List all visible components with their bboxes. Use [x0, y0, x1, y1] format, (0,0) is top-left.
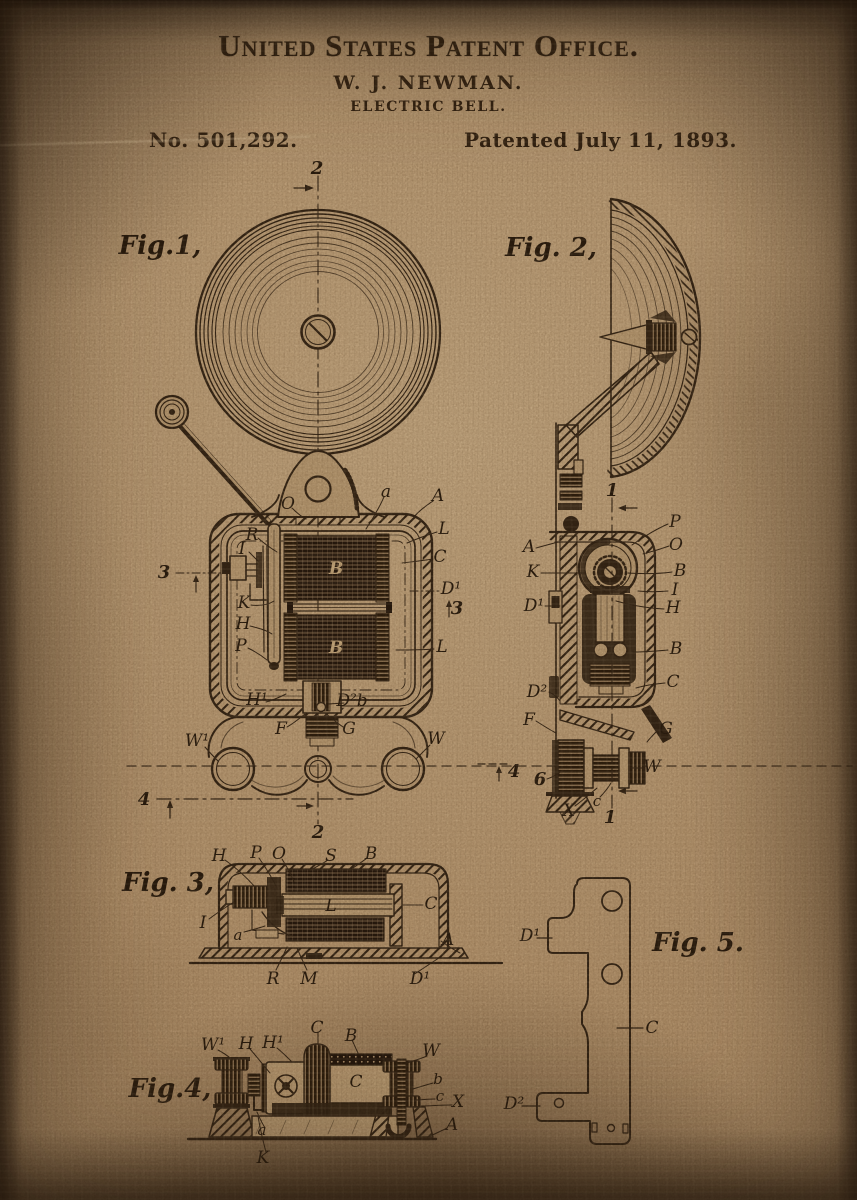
fig1-ref-H1: H¹	[245, 690, 268, 710]
fig4-ref-X: X	[450, 1092, 465, 1112]
fig4-ref-H: H	[238, 1034, 255, 1054]
fig5-bracket-plate: D¹ C D² Fig. 5.	[503, 877, 744, 1145]
fig1-ref-K: K	[237, 593, 252, 613]
fig4-left-spool	[208, 1057, 255, 1138]
fig2-case-section	[548, 530, 657, 709]
fig4-ref-H1: H¹	[261, 1033, 284, 1053]
fig3-ref-O: O	[272, 844, 286, 864]
fig1-ref-a: a	[381, 482, 391, 502]
fig1-ref-G: G	[342, 719, 356, 739]
fig2-ref-6: 6	[534, 769, 547, 790]
fig2-ref-C: C	[666, 672, 679, 692]
fig4-ref-W1: W¹	[201, 1035, 225, 1055]
fig2-ref-A: A	[521, 537, 535, 557]
fig3-ref-P: P	[249, 843, 262, 863]
fig1-pedestal	[251, 450, 385, 518]
fig1-ref-I: I	[238, 539, 246, 559]
fig2-ref-1-top: 1	[606, 480, 619, 501]
fig1-ref-H: H	[235, 614, 252, 634]
fig1-ref-D2b: D²b	[335, 691, 367, 711]
fig1-ref-A: A	[430, 486, 444, 506]
fig3-label: Fig. 3,	[121, 868, 214, 898]
fig1-core	[287, 602, 392, 613]
fig3-ref-R: R	[266, 969, 280, 989]
fig1-ref-O: O	[281, 494, 295, 514]
fig2-ref-G: G	[659, 719, 673, 739]
fig2-ref-1-bottom: 1	[604, 807, 617, 828]
fig2-ref-F: F	[522, 710, 536, 730]
fig1-ref-3-right: 3	[451, 598, 464, 619]
fig4-ref-W: W	[422, 1041, 441, 1061]
fig5-ref-C: C	[645, 1018, 658, 1038]
fig3-ref-B: B	[364, 844, 378, 864]
fig2-ref-4: 4	[508, 761, 521, 782]
fig3-core-label-L: L	[324, 896, 336, 916]
fig1-ref-2-top: 2	[310, 158, 324, 179]
fig2-side-view: 1 P O B I H B C G W A K D¹ D² F 4 6 X c …	[477, 197, 702, 828]
fig1-coil-label-B2: B	[328, 638, 343, 658]
fig1-armature	[262, 523, 281, 670]
fig4-ref-B: B	[344, 1026, 358, 1046]
fig4-ref-b: b	[433, 1070, 443, 1088]
fig1-ref-4: 4	[138, 789, 151, 810]
fig1-ref-L2: L	[435, 637, 447, 657]
fig2-ref-I: I	[671, 580, 679, 600]
fig3-ref-C: C	[424, 894, 437, 914]
fig1-ref-C: C	[433, 547, 446, 567]
fig1-label: Fig.1,	[118, 231, 202, 261]
fig1-ref-L1: L	[437, 519, 449, 539]
fig3-ref-D1: D¹	[409, 969, 430, 989]
fig1-ref-3-left: 3	[158, 562, 171, 583]
fig2-ref-c: c	[593, 792, 602, 810]
fig4-ref-a: a	[258, 1121, 267, 1139]
fig2-ref-D2: D²	[526, 682, 548, 702]
fig1-ref-2-bottom: 2	[311, 822, 325, 843]
fig5-ref-D2: D²	[503, 1094, 525, 1114]
fig4-ref-K: K	[256, 1148, 271, 1168]
fig2-ref-B1: B	[673, 561, 687, 581]
fig4-label: Fig.4,	[128, 1074, 212, 1104]
fig1-coil-label-B1: B	[328, 559, 343, 579]
fig1-ref-P: P	[234, 636, 247, 656]
fig2-label: Fig. 2,	[504, 233, 597, 263]
fig3-ref-a: a	[234, 926, 243, 944]
fig2-ref-B2: B	[669, 639, 683, 659]
fig4-ref-C-top: C	[310, 1018, 323, 1038]
fig4-ref-c: c	[436, 1087, 445, 1105]
fig2-ref-O: O	[669, 535, 683, 555]
fig1-front-view: 2 O a A L C D¹ 3 L R I 3 K H P B B H¹ D²…	[118, 158, 464, 843]
fig3-ref-I: I	[199, 913, 207, 933]
fig3-ref-S: S	[325, 846, 337, 866]
fig4-block-label-C: C	[349, 1072, 362, 1092]
fig1-ref-W: W	[427, 729, 446, 749]
fig2-ref-K: K	[526, 562, 541, 582]
fig1-ref-F: F	[274, 719, 288, 739]
fig4-ref-A: A	[444, 1115, 458, 1135]
fig4-detail-view: W¹ H H¹ C B W b c X A C a K Fig.4,	[128, 1018, 465, 1168]
fig1-ref-D1: D¹	[440, 579, 461, 599]
fig1-ref-R: R	[245, 525, 259, 545]
fig3-ref-A: A	[440, 930, 454, 950]
fig1-section-line-4	[156, 798, 354, 819]
fig2-ref-D1: D¹	[523, 596, 544, 616]
fig1-ref-W1: W¹	[185, 731, 209, 751]
fig3-ref-H: H	[211, 846, 228, 866]
fig5-ref-D1: D¹	[519, 926, 540, 946]
fig2-ref-W: W	[643, 757, 662, 777]
fig3-section-view: H P O S B I a C A D¹ R M L Fig. 3,	[121, 843, 504, 989]
fig2-ref-X: X	[561, 801, 576, 821]
fig2-ref-H: H	[665, 598, 682, 618]
fig3-ref-M: M	[299, 969, 318, 989]
fig2-ref-P: P	[668, 512, 681, 532]
fig5-label: Fig. 5.	[651, 928, 744, 958]
fig1-contact-block	[302, 680, 342, 747]
